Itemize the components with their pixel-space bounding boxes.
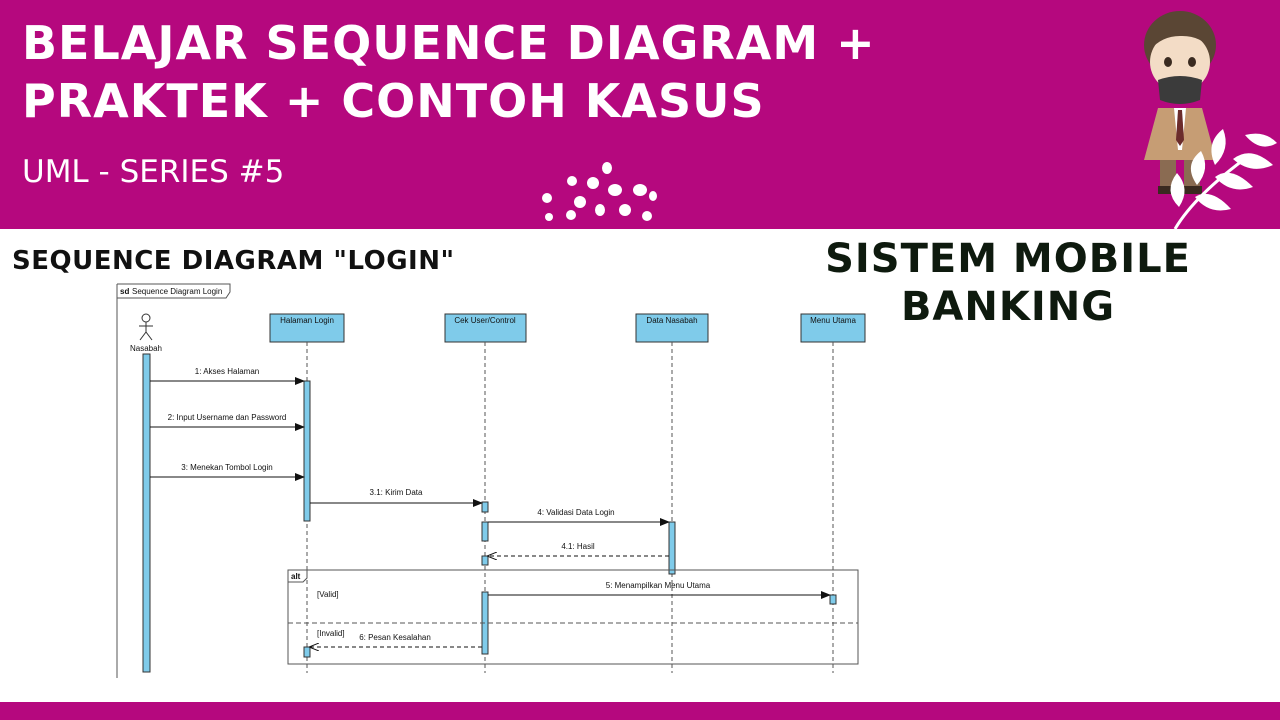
activation-data-nasabah	[668, 521, 676, 575]
lifeline-box-data-nasabah	[635, 313, 709, 343]
lifeline-box-cek-user	[444, 313, 527, 343]
message-label-3-1: 3.1: Kirim Data	[370, 488, 423, 497]
message-label-4-1: 4.1: Hasil	[561, 542, 595, 551]
activation-menu-utama	[829, 594, 837, 605]
frame-keyword: sd	[120, 287, 129, 296]
video-title-line-2: PRAKTEK + CONTOH KASUS	[22, 74, 765, 128]
frame-label: Sequence Diagram Login	[132, 287, 222, 296]
message-label-5: 5: Menampilkan Menu Utama	[606, 581, 711, 590]
message-label-4: 4: Validasi Data Login	[537, 508, 614, 517]
actor-label: Nasabah	[130, 344, 162, 353]
activation-halaman-login	[303, 380, 311, 522]
guard-valid: [Valid]	[317, 590, 339, 599]
system-title-line-2: BANKING	[900, 284, 1116, 330]
frame-tab	[117, 283, 231, 299]
alt-fragment	[287, 569, 859, 665]
system-title-line-1: SISTEM MOBILE	[825, 236, 1191, 282]
video-title-line-1: BELAJAR SEQUENCE DIAGRAM +	[22, 16, 876, 70]
actor-icon	[139, 313, 153, 341]
lifeline-label-cek-user: Cek User/Control	[454, 316, 516, 325]
leaf-icon	[1170, 129, 1277, 229]
diagram-heading: SEQUENCE DIAGRAM "LOGIN"	[12, 246, 455, 276]
lifeline-dashes	[306, 342, 834, 673]
message-label-1: 1: Akses Halaman	[195, 367, 259, 376]
header-banner: BELAJAR SEQUENCE DIAGRAM + PRAKTEK + CON…	[0, 0, 1280, 229]
lifeline-label-data-nasabah: Data Nasabah	[646, 316, 697, 325]
guard-invalid: [Invalid]	[317, 629, 345, 638]
lifeline-label-halaman-login: Halaman Login	[280, 316, 334, 325]
series-subtitle: UML - SERIES #5	[22, 154, 285, 190]
activation-cek-user-2	[481, 521, 489, 542]
activation-cek-user-3	[481, 555, 489, 566]
lifeline-box-halaman-login	[269, 313, 345, 343]
alt-tab	[288, 569, 308, 583]
message-label-6: 6: Pesan Kesalahan	[359, 633, 431, 642]
activation-nasabah	[142, 353, 151, 673]
activation-cek-user-1	[481, 501, 489, 513]
message-label-3: 3: Menekan Tombol Login	[181, 463, 272, 472]
activation-halaman-login-2	[303, 646, 311, 658]
alt-label: alt	[291, 572, 301, 581]
dots-decoration-icon	[542, 162, 657, 221]
footer-bar	[0, 702, 1280, 720]
message-label-2: 2: Input Username dan Password	[168, 413, 287, 422]
activation-cek-user-4	[481, 591, 489, 655]
